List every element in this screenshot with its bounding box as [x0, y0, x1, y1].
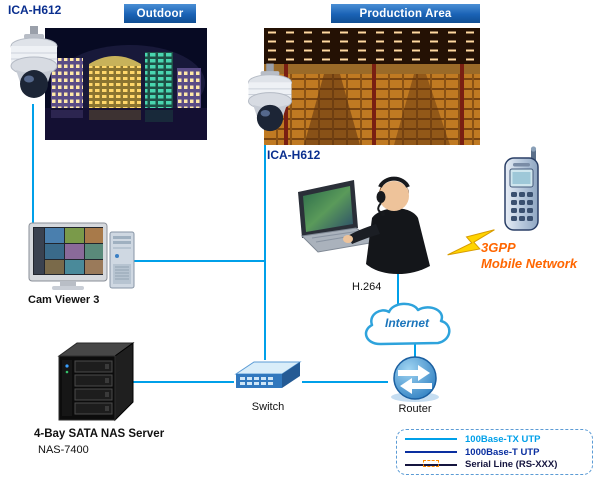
internet-cloud: Internet	[356, 300, 458, 352]
link-nas-to-switch	[125, 381, 234, 383]
speed-dome-camera1-icon	[2, 26, 66, 108]
legend-label-100base-tx: 100Base-TX UTP	[465, 433, 541, 445]
mobile-network-line1: 3GPP	[481, 240, 516, 255]
switch-icon	[232, 358, 304, 398]
legend-line-serial	[405, 459, 457, 467]
camera2-label: ICA-H612	[267, 148, 321, 162]
nas-title-label: 4-Bay SATA NAS Server	[34, 428, 165, 440]
link-switch-to-router	[302, 381, 388, 383]
outdoor-night-scene	[45, 28, 207, 140]
legend-label-1000base-t: 1000Base-T UTP	[465, 446, 540, 458]
cam-viewer-label: Cam Viewer 3	[28, 294, 100, 306]
legend-item-1000base: 1000Base-T UTP	[405, 447, 584, 458]
legend-label-serial: Serial Line (RS-XXX)	[465, 459, 558, 471]
link-camera2-to-switch	[264, 142, 266, 360]
codec-label: H.264	[352, 281, 382, 293]
cloud-icon	[364, 302, 451, 346]
router-label: Router	[398, 403, 432, 415]
tower-pc-icon	[108, 230, 136, 290]
internet-label: Internet	[384, 316, 429, 330]
switch-label: Switch	[251, 401, 285, 413]
serial-dash-mark	[423, 459, 439, 467]
outdoor-banner: Outdoor	[124, 4, 196, 23]
legend-line-100base-tx	[405, 438, 457, 441]
link-router-to-cloud	[414, 344, 416, 358]
operator-laptop-icon	[288, 166, 448, 288]
cam-viewer-monitor-icon	[28, 222, 108, 292]
speed-dome-camera2-icon	[240, 62, 300, 142]
router-icon	[386, 356, 444, 404]
outdoor-photo	[45, 28, 207, 140]
nas-server-icon	[45, 340, 137, 424]
legend-box: 100Base-TX UTP 1000Base-T UTP Serial Lin…	[396, 429, 593, 475]
mobile-network-line2: Mobile Network	[481, 256, 578, 271]
link-pc-to-trunk	[134, 260, 266, 262]
mobile-phone-icon	[500, 146, 544, 234]
nas-model-label: NAS-7400	[38, 444, 89, 456]
mobile-network-label: 3GPP Mobile Network	[481, 240, 577, 272]
legend-item-100base: 100Base-TX UTP	[405, 434, 584, 445]
link-laptop-to-cloud	[397, 266, 399, 304]
camera1-label: ICA-H612	[8, 3, 62, 17]
link-camera1-to-viewer	[32, 104, 34, 224]
production-area-banner: Production Area	[331, 4, 480, 23]
legend-item-serial: Serial Line (RS-XXX)	[405, 459, 584, 470]
lightning-bolt-icon	[447, 218, 501, 272]
legend-line-1000base-t	[405, 451, 457, 453]
